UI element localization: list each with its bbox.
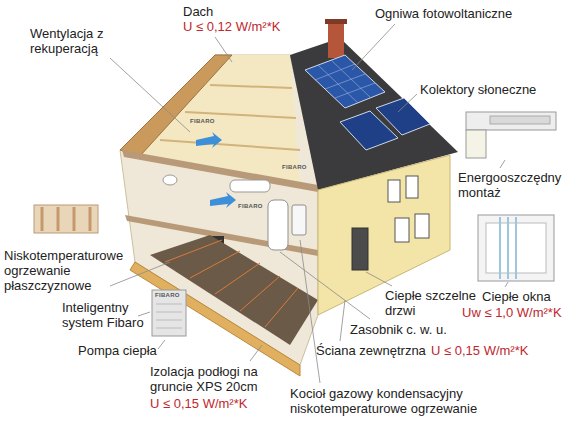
window-frame	[478, 215, 554, 281]
leader-line	[505, 282, 508, 287]
callout-label: Inteligentny system Fibaro	[62, 300, 154, 330]
air-flow-arrow	[210, 192, 236, 208]
brand-tag: FIBARO	[190, 118, 215, 125]
callout-label: Ściana zewnętrzna	[316, 343, 426, 358]
door	[352, 228, 368, 270]
glass-pane	[507, 217, 509, 279]
callout-label: Zasobnik c. w. u.	[350, 322, 447, 337]
leader-line	[366, 272, 392, 286]
callout-label: Kocioł gazowy kondensacyjny niskotempera…	[290, 386, 495, 416]
u-value-label: Uw ≤ 1,0 W/m²*K	[462, 305, 562, 320]
glass-pane	[499, 217, 501, 279]
leader-line	[340, 300, 345, 341]
stripe	[57, 207, 60, 231]
callout-label: Pompa ciepła	[78, 343, 157, 358]
callout-label: Dach	[183, 4, 213, 19]
floor-sample-stripes	[42, 207, 90, 231]
heat-pump-grille	[156, 304, 182, 328]
callout-label: Wentylacja z rekuperacją	[30, 26, 140, 56]
pipe	[265, 288, 298, 327]
profile-part	[466, 130, 486, 158]
brand-tag: FIBARO	[155, 292, 180, 299]
grille-line	[156, 328, 182, 329]
window-section-inset	[478, 215, 554, 281]
leader-line	[352, 24, 395, 70]
air-flow-arrow	[196, 132, 222, 148]
leader-line	[158, 340, 165, 349]
grille-line	[156, 320, 182, 321]
hot-water-tank	[268, 200, 288, 250]
profile-part	[466, 112, 556, 130]
leader-line	[500, 160, 505, 168]
profile-part	[490, 116, 550, 124]
rafter	[160, 140, 300, 150]
brand-tag: FIBARO	[238, 203, 263, 210]
callout-label: Kolektory słoneczne	[420, 82, 536, 97]
leader-line	[280, 252, 370, 319]
glass-pane	[515, 217, 517, 279]
window	[388, 180, 400, 202]
leader-line	[398, 94, 417, 112]
u-value-label: U ≤ 0,15 W/m²*K	[431, 343, 528, 358]
chimney	[328, 22, 344, 58]
callout-label: Energooszczędny montaż	[458, 170, 573, 200]
condensing-boiler	[292, 205, 306, 235]
stripe	[89, 207, 92, 231]
rafter	[210, 85, 292, 88]
leader-lines	[110, 24, 508, 383]
pipe	[165, 240, 222, 262]
panel-grid	[315, 60, 375, 103]
stripe	[41, 207, 44, 231]
chimney-cap	[325, 19, 347, 24]
bathtub	[230, 180, 270, 192]
floor-sample	[34, 205, 98, 233]
leader-line	[250, 345, 262, 361]
brand-tag: FIBARO	[282, 164, 307, 171]
window	[395, 218, 409, 242]
callout-label: Ogniwa fotowoltaniczne	[375, 6, 512, 21]
leader-line	[300, 240, 320, 383]
u-value-label: U ≤ 0,15 W/m²*K	[150, 396, 247, 411]
stripe	[73, 207, 76, 231]
roof-wood-slope	[120, 55, 232, 156]
pipe	[215, 263, 260, 294]
heat-pump	[152, 290, 186, 336]
photovoltaic-panel	[305, 55, 385, 108]
rafter	[185, 112, 296, 118]
toilet	[163, 175, 177, 185]
leader-line	[215, 37, 232, 62]
solar-collector	[376, 98, 430, 135]
mounting-profile-inset	[466, 112, 556, 158]
grille-line	[156, 304, 182, 305]
leader-line	[110, 262, 170, 286]
callout-label: Izolacja podłogi na gruncie XPS 20cm	[150, 364, 290, 394]
pipe	[240, 276, 280, 311]
window	[415, 214, 429, 238]
grid-line	[331, 60, 371, 98]
grille-line	[156, 312, 182, 313]
grid-line	[318, 65, 358, 103]
leader-line	[110, 58, 190, 132]
window	[406, 176, 418, 198]
callout-label: Ciepłe okna	[482, 289, 551, 304]
grid-line	[315, 64, 355, 80]
xps-insulation	[130, 262, 300, 376]
pipe	[190, 251, 240, 278]
callout-label: Niskotemperaturowe ogrzewanie płaszczyzn…	[4, 248, 136, 293]
u-value-label: U ≤ 0,12 W/m²*K	[183, 19, 280, 34]
upper-floor-slab	[122, 150, 318, 192]
